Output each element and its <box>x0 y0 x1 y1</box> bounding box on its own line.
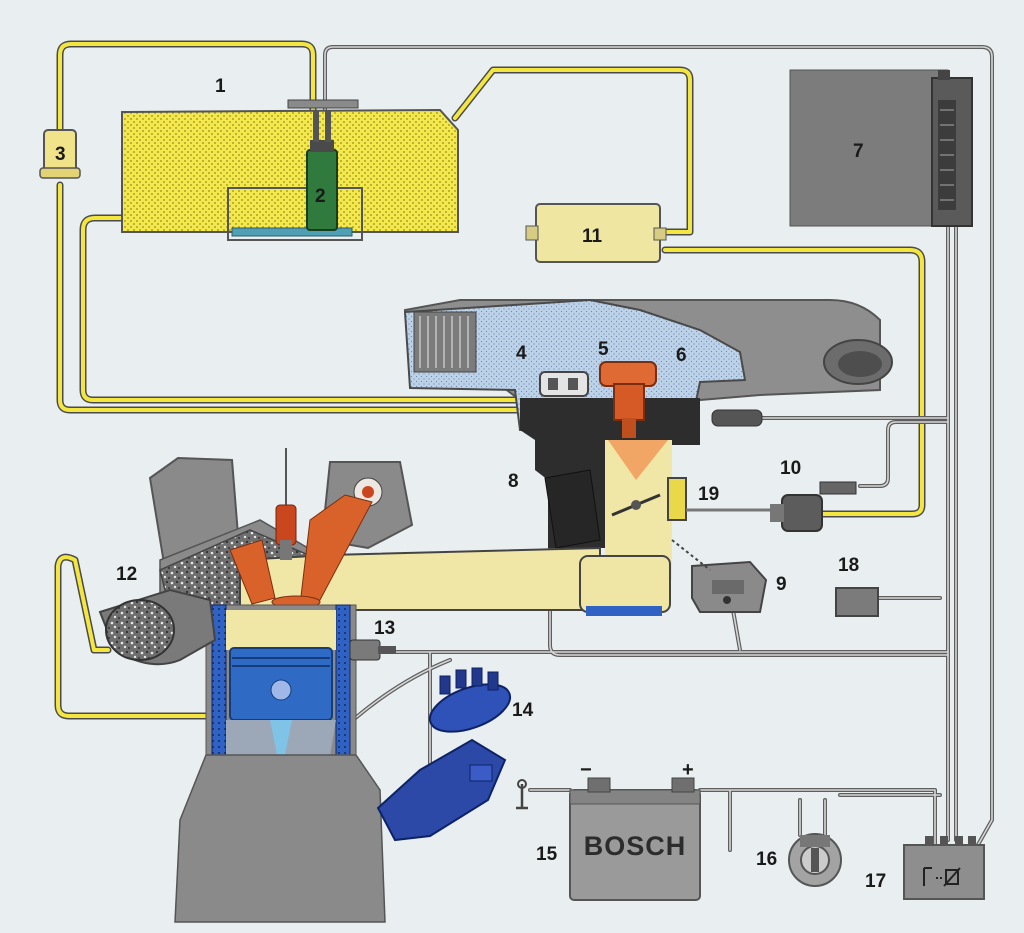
label-13: 13 <box>374 618 395 639</box>
label-16: 16 <box>756 849 777 870</box>
fuel-filter <box>39 129 81 179</box>
label-1: 1 <box>215 76 226 97</box>
pump-relay <box>903 836 985 900</box>
label-10: 10 <box>780 458 801 479</box>
label-15: 15 <box>536 844 558 865</box>
label-19: 19 <box>698 484 719 505</box>
engine-block <box>148 448 671 621</box>
label-9: 9 <box>776 574 787 595</box>
relay-symbol-icon <box>923 867 961 887</box>
crankcase <box>174 754 386 923</box>
connector-6 <box>711 409 763 427</box>
pressure-sensor <box>671 539 768 613</box>
electronic-control-unit <box>789 69 973 227</box>
cold-start-valve <box>539 371 589 397</box>
fuel-lines <box>54 40 926 720</box>
injection-valve <box>599 361 657 438</box>
fuel-pressure-regulator <box>525 203 667 263</box>
electric-fuel-pump <box>306 110 338 231</box>
label-17: 17 <box>865 871 886 892</box>
fuel-tank <box>121 99 459 241</box>
air-intake-housing <box>403 298 893 431</box>
component-labels: 1 2 3 4 5 6 7 8 9 10 11 12 13 14 15 16 1… <box>55 76 886 892</box>
label-12: 12 <box>116 564 137 585</box>
battery: BOSCH − + <box>516 759 701 901</box>
label-18: 18 <box>838 555 859 576</box>
label-8: 8 <box>508 471 519 492</box>
battery-plus-label: + <box>682 759 694 781</box>
label-7: 7 <box>853 141 864 162</box>
label-2: 2 <box>315 186 326 207</box>
relay-box-18 <box>835 587 879 617</box>
battery-brand-label: BOSCH <box>584 831 687 861</box>
ignition-switch <box>788 833 842 887</box>
throttle-valve-switch <box>667 477 780 521</box>
label-4: 4 <box>516 343 527 364</box>
ignition-distributor <box>376 667 512 842</box>
exhaust-sensor <box>98 588 217 666</box>
label-5: 5 <box>598 339 609 360</box>
label-6: 6 <box>676 345 687 366</box>
battery-minus-label: − <box>580 759 592 781</box>
label-11: 11 <box>582 226 603 247</box>
temperature-sensor <box>349 639 396 661</box>
sensor-10 <box>770 481 857 532</box>
label-14: 14 <box>512 700 534 721</box>
label-3: 3 <box>55 144 66 165</box>
